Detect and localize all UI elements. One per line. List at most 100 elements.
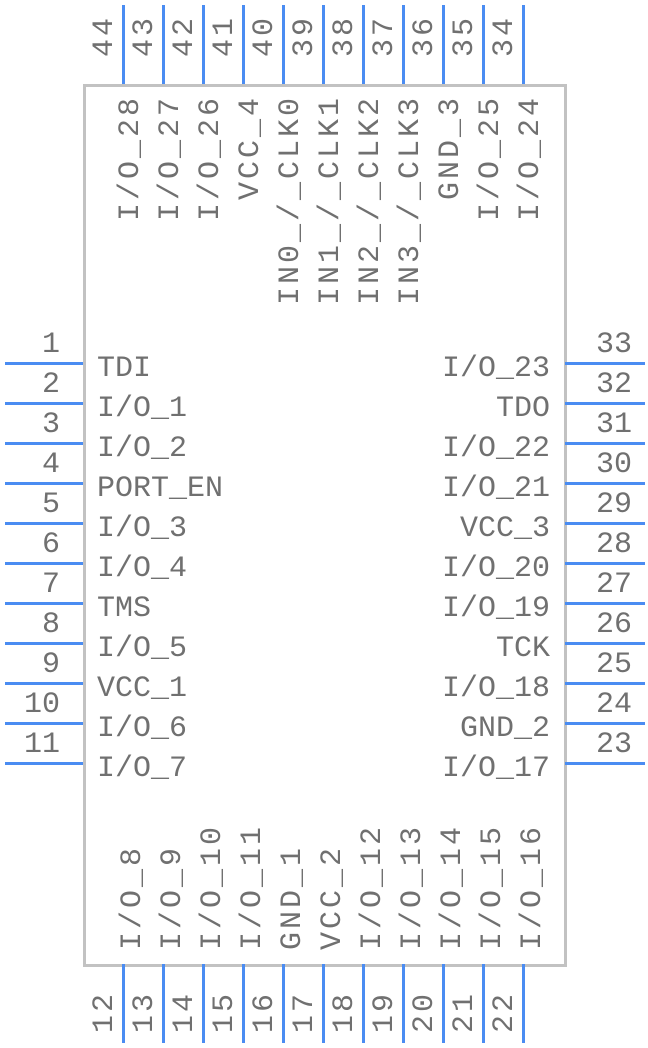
pin-number: 32 — [595, 368, 632, 402]
pin-label: I/O_4 — [97, 552, 188, 586]
pin-label: PORT_EN — [97, 472, 224, 506]
pin-label: GND_1 — [276, 844, 310, 950]
pin-line — [5, 561, 83, 565]
pin-label: I/O_19 — [441, 592, 550, 626]
pin-label: GND_2 — [459, 712, 550, 746]
pin-line — [5, 481, 83, 485]
pin-line — [5, 761, 83, 765]
pin-line — [441, 5, 445, 84]
pin-number: 35 — [448, 14, 482, 57]
pin-label: I/O_14 — [436, 823, 470, 950]
pin-number: 40 — [248, 14, 282, 57]
pin-line — [521, 964, 525, 1043]
pin-line — [321, 964, 325, 1043]
pin-number: 24 — [595, 688, 632, 722]
pin-line — [5, 641, 83, 645]
pin-number: 22 — [488, 990, 522, 1033]
pin-line — [241, 5, 245, 84]
pin-line — [565, 681, 645, 685]
pin-number: 44 — [88, 14, 122, 57]
pin-number: 12 — [88, 990, 122, 1033]
pin-number: 16 — [248, 990, 282, 1033]
pin-label: I/O_15 — [476, 823, 510, 950]
pin-line — [565, 721, 645, 725]
pin-label: I/O_23 — [441, 352, 550, 386]
pin-line — [5, 721, 83, 725]
pin-line — [565, 441, 645, 445]
pin-line — [481, 5, 485, 84]
pin-label: I/O_27 — [154, 95, 188, 222]
pin-number: 34 — [488, 14, 522, 57]
pin-line — [401, 964, 405, 1043]
pin-line — [565, 561, 645, 565]
pin-line — [401, 5, 405, 84]
pin-line — [565, 601, 645, 605]
pin-line — [361, 5, 365, 84]
pin-label: I/O_3 — [97, 512, 188, 546]
pin-line — [5, 361, 83, 365]
pin-line — [565, 761, 645, 765]
pin-number: 30 — [595, 448, 632, 482]
pin-label: I/O_18 — [441, 672, 550, 706]
pin-number: 42 — [168, 14, 202, 57]
pin-number: 9 — [41, 648, 60, 682]
pin-label: I/O_22 — [441, 432, 550, 466]
pin-label: IN3_/_CLK3 — [394, 95, 428, 306]
pin-label: VCC_3 — [459, 512, 550, 546]
pin-line — [241, 964, 245, 1043]
pin-line — [281, 964, 285, 1043]
pin-line — [121, 964, 125, 1043]
pin-label: VCC_1 — [97, 672, 188, 706]
pin-number: 36 — [408, 14, 442, 57]
pin-line — [5, 601, 83, 605]
pin-label: I/O_20 — [441, 552, 550, 586]
pin-line — [121, 5, 125, 84]
pin-number: 31 — [595, 408, 632, 442]
pin-number: 20 — [408, 990, 442, 1033]
pin-label: TCK — [495, 632, 550, 666]
pin-line — [565, 361, 645, 365]
pin-number: 10 — [23, 688, 60, 722]
pin-label: VCC_4 — [234, 95, 268, 201]
pin-label: I/O_11 — [236, 823, 270, 950]
pin-line — [161, 964, 165, 1043]
pin-label: GND_3 — [434, 95, 468, 201]
pin-number: 13 — [128, 990, 162, 1033]
pin-line — [201, 5, 205, 84]
pin-number: 28 — [595, 528, 632, 562]
pin-number: 15 — [208, 990, 242, 1033]
pin-label: I/O_7 — [97, 752, 188, 786]
pin-line — [5, 401, 83, 405]
pin-label: I/O_24 — [514, 95, 548, 222]
pin-number: 39 — [288, 14, 322, 57]
pin-line — [5, 681, 83, 685]
pin-line — [565, 521, 645, 525]
pin-line — [565, 641, 645, 645]
pin-label: IN2_/_CLK2 — [354, 95, 388, 306]
pin-label: I/O_25 — [474, 95, 508, 222]
pin-label: IN1_/_CLK1 — [314, 95, 348, 306]
pin-number: 25 — [595, 648, 632, 682]
pin-line — [521, 5, 525, 84]
pin-number: 3 — [41, 408, 60, 442]
pin-line — [481, 964, 485, 1043]
pin-label: I/O_12 — [356, 823, 390, 950]
pin-number: 1 — [41, 328, 60, 362]
pin-label: I/O_5 — [97, 632, 188, 666]
pin-label: I/O_8 — [116, 844, 150, 950]
pin-number: 19 — [368, 990, 402, 1033]
pin-label: I/O_16 — [516, 823, 550, 950]
pin-line — [5, 441, 83, 445]
pin-number: 8 — [41, 608, 60, 642]
pin-number: 21 — [448, 990, 482, 1033]
pin-label: I/O_6 — [97, 712, 188, 746]
pin-number: 26 — [595, 608, 632, 642]
pin-label: I/O_13 — [396, 823, 430, 950]
pin-label: TDI — [97, 352, 152, 386]
pin-number: 5 — [41, 488, 60, 522]
pin-label: TMS — [97, 592, 152, 626]
pin-line — [281, 5, 285, 84]
pin-line — [201, 964, 205, 1043]
pin-number: 2 — [41, 368, 60, 402]
